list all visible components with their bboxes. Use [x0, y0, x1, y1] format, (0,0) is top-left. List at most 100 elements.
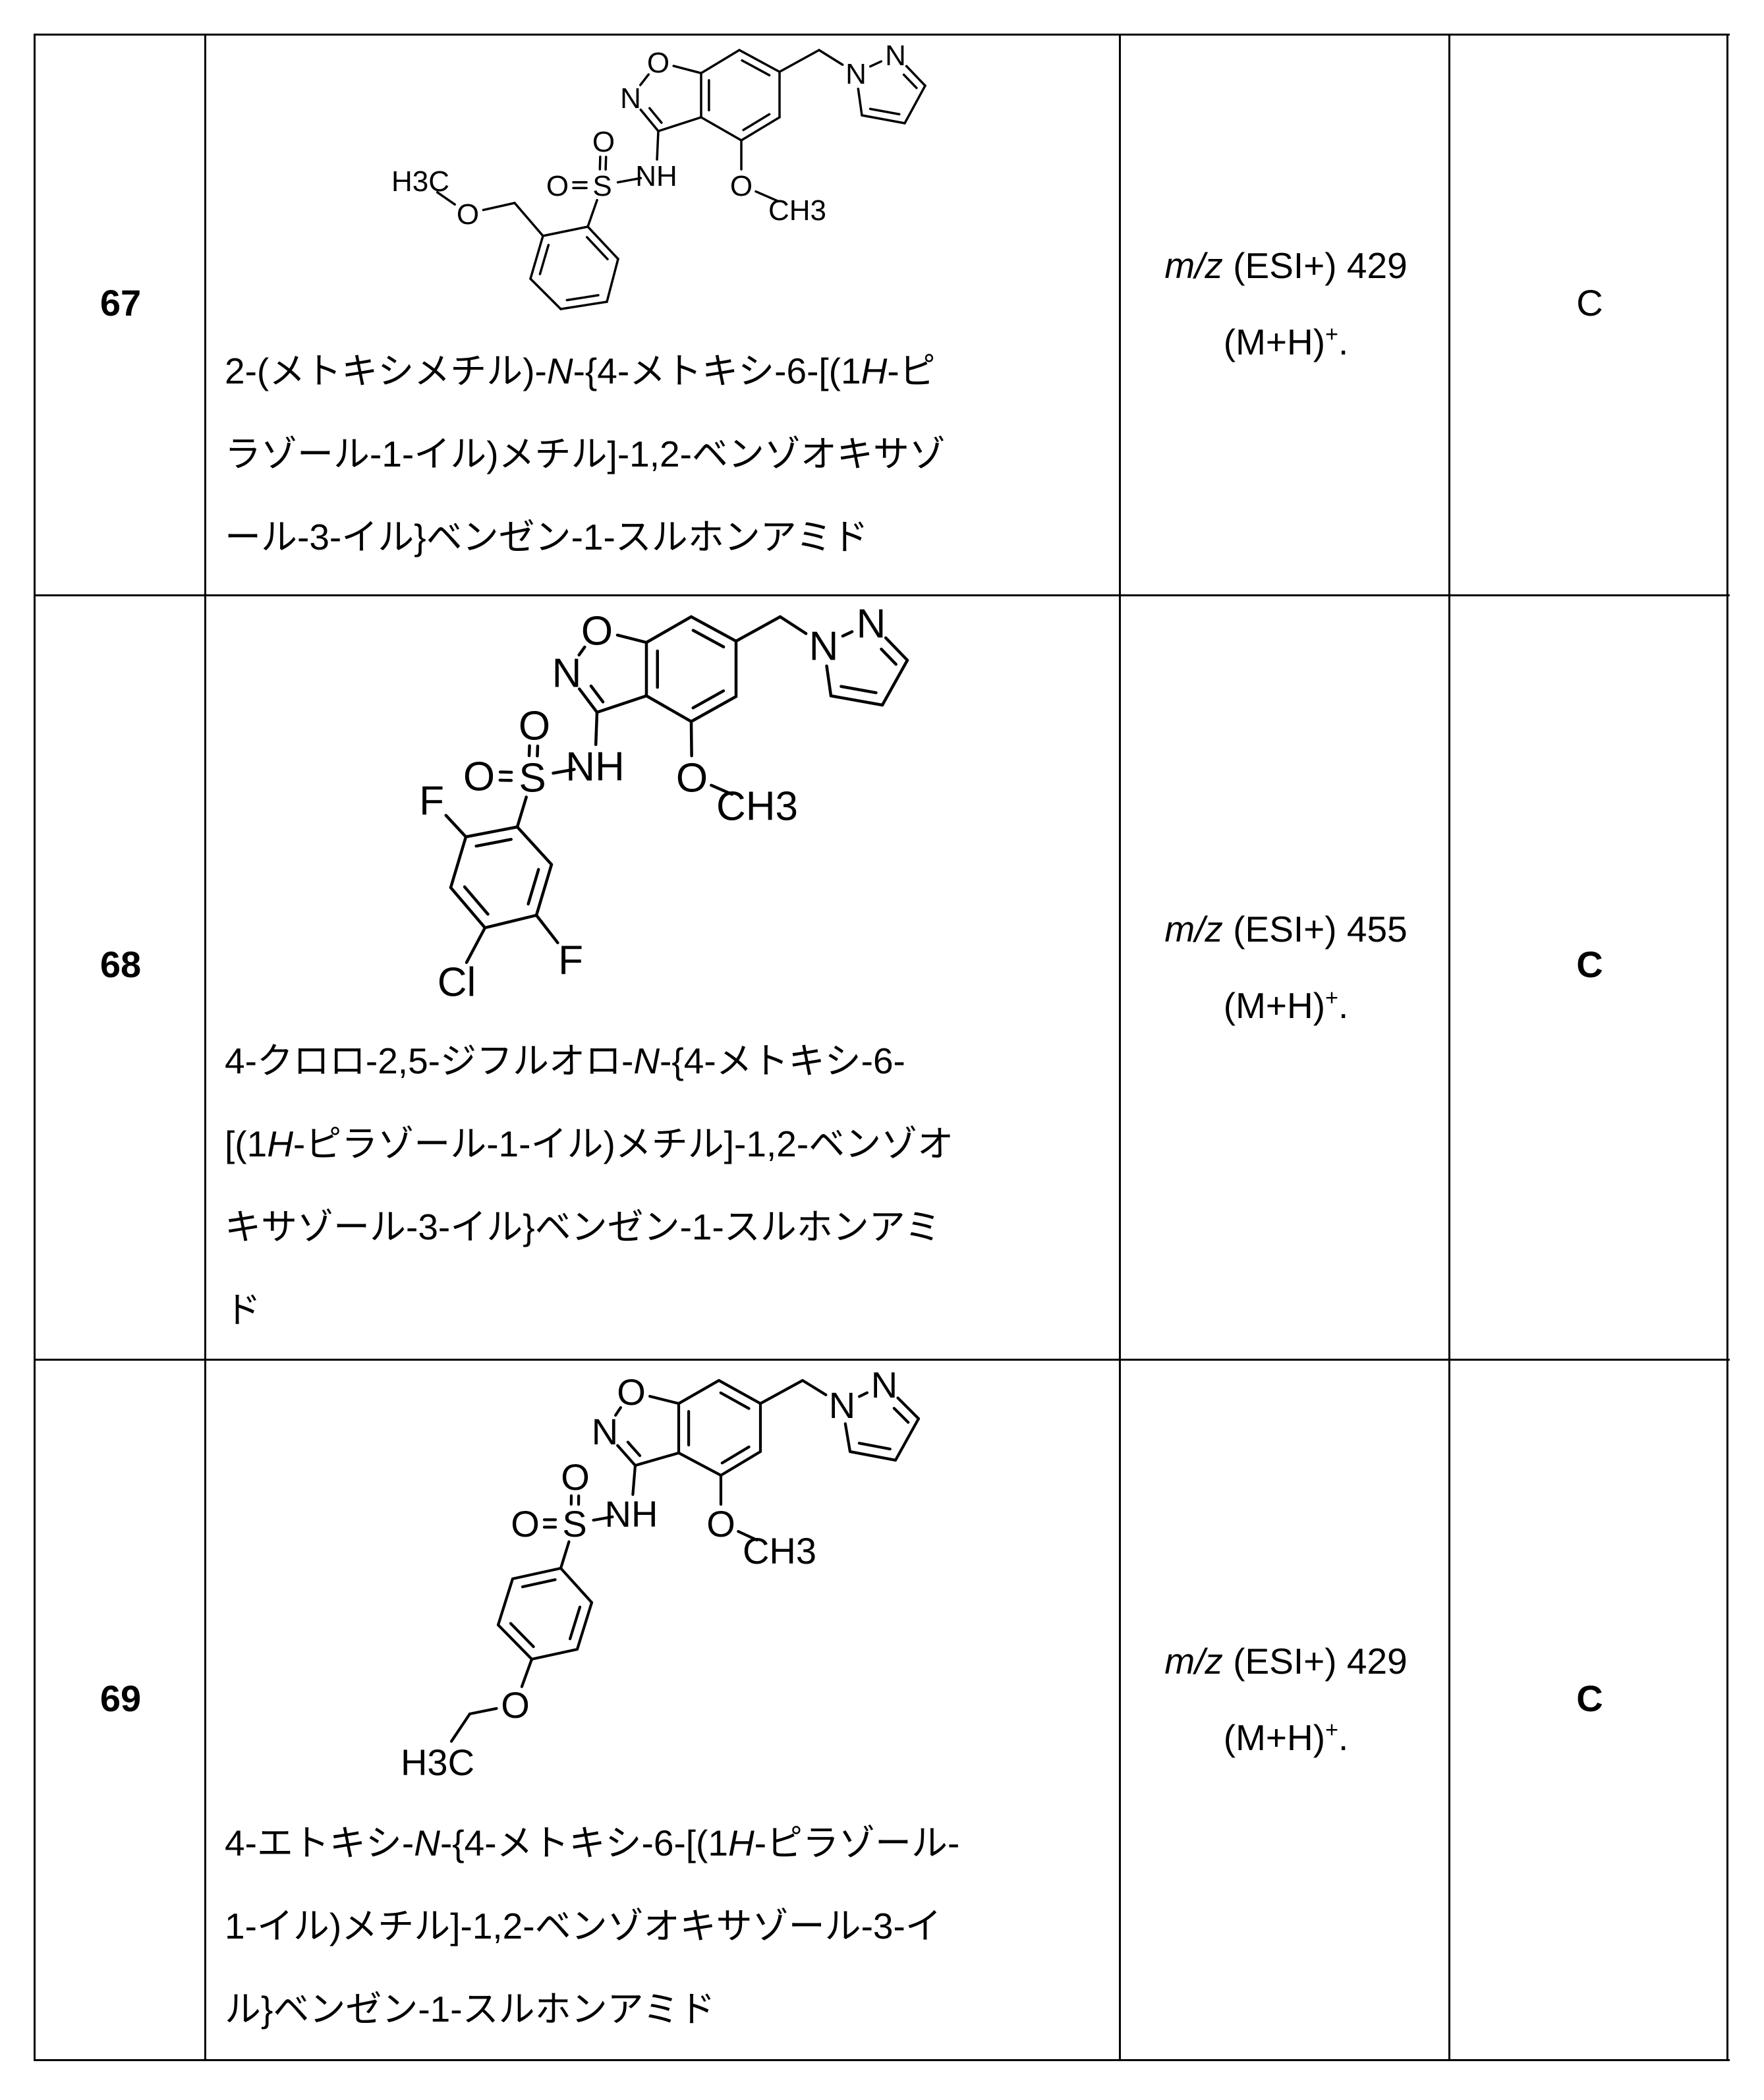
bond: [588, 200, 597, 227]
bond: [646, 617, 691, 642]
bond: [646, 696, 691, 722]
atom-label: N: [809, 623, 839, 669]
atom-label: O: [617, 1371, 646, 1413]
bond: [650, 108, 662, 123]
bond: [803, 1380, 826, 1395]
bond: [743, 114, 769, 130]
bond: [859, 1443, 890, 1449]
bond: [904, 74, 917, 88]
bond: [719, 1380, 760, 1404]
bond: [466, 827, 517, 837]
bond: [467, 928, 485, 963]
bond: [523, 1579, 555, 1587]
bond: [633, 1465, 635, 1494]
atom-label: O: [730, 170, 753, 202]
atom-label: H3C: [401, 1742, 474, 1783]
bond: [658, 117, 701, 131]
bond: [673, 66, 701, 73]
bond: [511, 1624, 534, 1647]
atom-label: O: [561, 1456, 590, 1498]
bond: [476, 839, 511, 846]
bond: [850, 1452, 896, 1460]
bond: [561, 302, 607, 309]
bond: [522, 1659, 532, 1687]
bond: [635, 1453, 679, 1465]
bond: [881, 649, 896, 664]
bond: [451, 837, 466, 888]
bond: [532, 1649, 577, 1659]
atom-label: N: [592, 1411, 618, 1452]
bond: [657, 131, 658, 159]
bond: [679, 1453, 721, 1475]
atom-label: O: [546, 170, 569, 202]
bond: [862, 115, 905, 123]
bond: [561, 1542, 569, 1568]
atom-label: O: [647, 47, 669, 79]
bond: [570, 1607, 580, 1639]
atom-label: NH: [635, 160, 677, 192]
bond: [607, 259, 618, 302]
bond: [528, 870, 539, 904]
atom-label: CH3: [716, 783, 798, 829]
atom-label: S: [562, 1503, 586, 1545]
bond: [596, 712, 597, 745]
bond: [483, 203, 515, 210]
bond: [691, 696, 736, 722]
atom-label: O: [511, 1503, 540, 1545]
bond: [859, 1393, 867, 1397]
bond: [451, 888, 485, 928]
bond: [679, 1380, 719, 1404]
atom-label: F: [419, 778, 444, 824]
bond: [843, 632, 852, 637]
bond: [831, 696, 882, 705]
bond: [882, 660, 907, 705]
atom-label: O: [519, 703, 550, 749]
bond: [543, 227, 588, 236]
bond: [513, 1568, 561, 1579]
bond: [691, 722, 692, 756]
atom-label: NH: [565, 744, 625, 789]
bond: [628, 1442, 640, 1456]
atom-label: N: [871, 1364, 897, 1405]
atom-label: H3C: [391, 165, 449, 198]
bond: [536, 915, 557, 943]
bond: [760, 1380, 803, 1404]
bond: [498, 1625, 532, 1659]
bond: [701, 50, 739, 73]
bond: [894, 1408, 908, 1422]
atom-label: N: [620, 82, 641, 115]
bond: [515, 203, 543, 236]
atom-label: Cl: [438, 959, 476, 1005]
bond: [485, 915, 536, 928]
bond: [780, 50, 819, 72]
bond: [896, 1419, 919, 1460]
bond: [498, 1579, 513, 1625]
bond: [736, 617, 780, 641]
bond: [640, 110, 658, 131]
atom-label: S: [519, 755, 546, 801]
bond: [870, 109, 899, 114]
atom-label: N: [552, 650, 582, 696]
bond: [650, 1396, 679, 1404]
bond: [446, 815, 466, 837]
bond: [540, 245, 548, 274]
atom-label: N: [829, 1384, 855, 1426]
atom-label: O: [501, 1684, 530, 1726]
bond: [721, 1452, 760, 1475]
atom-label: O: [706, 1503, 735, 1545]
bond: [561, 1568, 592, 1603]
bond: [907, 66, 925, 86]
bond: [597, 696, 646, 712]
atom-label: O: [457, 198, 479, 231]
atom-label: NH: [605, 1493, 658, 1535]
bond: [470, 1709, 497, 1714]
atom-label: S: [592, 170, 612, 202]
bond: [517, 827, 552, 865]
bond: [845, 1424, 850, 1452]
atom-label: O: [581, 608, 613, 654]
atom-label: O: [676, 755, 708, 801]
atom-label: CH3: [768, 194, 826, 227]
atom-label: O: [463, 754, 495, 799]
bond: [530, 279, 561, 309]
